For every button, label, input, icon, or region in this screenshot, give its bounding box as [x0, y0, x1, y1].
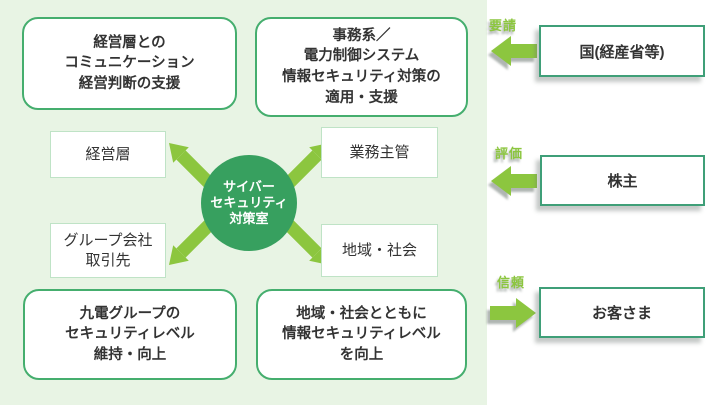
stakeholder-box-business-units: 業務主管 [321, 127, 438, 178]
outcome-line: 事務系／ [332, 27, 391, 44]
outcome-line: 経営判断の支援 [78, 75, 181, 92]
stakeholder-box-community-society: 地域・社会 [321, 224, 438, 277]
outcome-box-group-security-level: 九電グループの セキュリティレベル 維持・向上 [23, 289, 237, 380]
arrow-label-government: 要請 [489, 18, 518, 33]
external-box-government: 国(経産省等) [539, 25, 705, 77]
circle-line: 対策室 [229, 211, 269, 227]
external-box-customers: お客さま [539, 287, 705, 338]
outcome-line: セキュリティレベル [65, 326, 195, 343]
cybersecurity-office-circle: サイバー セキュリティ 対策室 [201, 155, 297, 251]
external-label: 国(経産省等) [579, 43, 665, 61]
stakeholder-label: 取引先 [85, 251, 131, 269]
stakeholder-label: 業務主管 [349, 143, 410, 161]
outcome-line: 情報セキュリティレベル [282, 326, 441, 343]
outcome-line: 情報セキュリティ対策の [282, 69, 441, 85]
outcome-line: 適用・支援 [325, 89, 398, 106]
outcome-line: 経営層との [93, 34, 166, 51]
arrow-right-icon [490, 298, 536, 328]
outcome-box-community-security-level: 地域・社会とともに 情報セキュリティレベル を向上 [256, 289, 467, 380]
arrow-label-shareholders: 評価 [495, 146, 524, 161]
stakeholder-label: 経営層 [85, 145, 131, 163]
arrow-left-icon [491, 36, 537, 66]
external-label: 株主 [607, 173, 638, 190]
outcome-line: 維持・向上 [93, 346, 167, 363]
outcome-line: 地域・社会とともに [296, 305, 427, 322]
outcome-line: コミュニケーション [64, 55, 195, 72]
stakeholder-box-management: 経営層 [50, 131, 166, 178]
arrow-left-icon [491, 166, 537, 196]
outcome-line: を向上 [339, 346, 384, 363]
stakeholder-label: グループ会社 [63, 232, 153, 249]
arrow-label-customers: 信頼 [497, 275, 526, 290]
circle-line: セキュリティ [210, 194, 288, 210]
outcome-box-security-measures-support: 事務系／ 電力制御システム 情報セキュリティ対策の 適用・支援 [255, 17, 468, 117]
stakeholder-label: 地域・社会 [341, 241, 417, 259]
circle-line: サイバー [223, 178, 275, 194]
external-box-shareholders: 株主 [540, 155, 705, 206]
outcome-line: 電力制御システム [303, 48, 420, 65]
outcome-line: 九電グループの [79, 305, 181, 322]
stakeholder-box-group-companies-partners: グループ会社 取引先 [50, 223, 166, 278]
external-label: お客さま [591, 305, 652, 322]
outcome-box-management-communication: 経営層との コミュニケーション 経営判断の支援 [22, 17, 237, 110]
